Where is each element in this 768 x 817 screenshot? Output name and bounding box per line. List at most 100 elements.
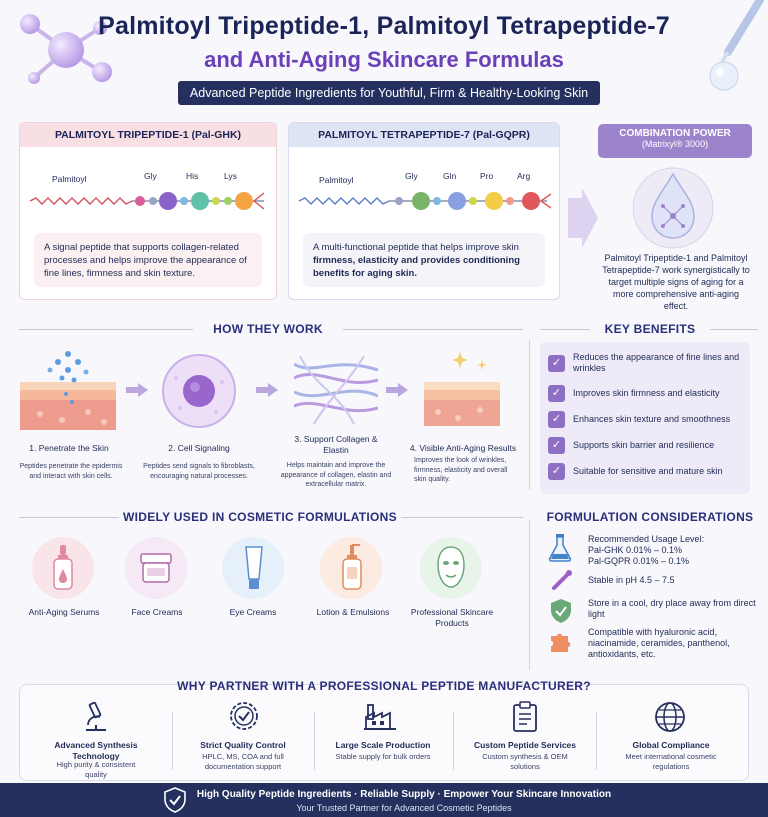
pal-ghk-heading: PALMITOYL TRIPEPTIDE-1 (Pal-GHK) xyxy=(20,123,276,147)
check-icon: ✓ xyxy=(548,437,565,454)
palmitoyl-label: Palmitoyl xyxy=(319,175,354,185)
arrow-right-icon xyxy=(256,383,278,397)
step-1-title: 1. Penetrate the Skin xyxy=(29,443,109,453)
shield-icon xyxy=(551,599,571,623)
partner-4-desc: Custom synthesis & OEM solutions xyxy=(482,752,568,771)
divider xyxy=(19,329,193,330)
amino-label-arg: Arg xyxy=(517,171,531,181)
usage-gqpr: Pal-GQPR 0.01% – 0.1% xyxy=(588,556,690,566)
benefit-text: Supports skin barrier and resilience xyxy=(573,440,715,450)
palmitoyl-label: Palmitoyl xyxy=(52,174,87,184)
peptide-chain-gqpr xyxy=(298,192,552,210)
combination-description: Palmitoyl Tripeptide-1 and Palmitoyl Tet… xyxy=(602,253,750,311)
footer-line-2: Your Trusted Partner for Advanced Cosmet… xyxy=(296,803,512,813)
benefit-text: Suitable for sensitive and mature skin xyxy=(573,466,723,476)
key-benefits-title: KEY BENEFITS xyxy=(604,322,696,336)
globe-icon xyxy=(655,702,685,732)
usage-heading: Recommended Usage Level: xyxy=(588,534,705,544)
divider xyxy=(19,517,119,518)
combination-heading-line2: (Matrixyl® 3000) xyxy=(641,139,709,149)
skin-penetration-illustration xyxy=(20,351,116,430)
pal-ghk-description: A signal peptide that supports collagen-… xyxy=(34,233,262,287)
step-2-desc: Peptides send signals to fibroblasts, en… xyxy=(143,463,255,480)
microscope-icon xyxy=(86,701,106,731)
partner-title: WHY PARTNER WITH A PROFESSIONAL PEPTIDE … xyxy=(177,679,591,693)
step-1-desc: Peptides penetrate the epidermis and int… xyxy=(19,463,123,480)
uses-title: WIDELY USED IN COSMETIC FORMULATIONS xyxy=(123,510,397,524)
arrow-right-icon xyxy=(386,383,408,397)
combination-heading: COMBINATION POWER (Matrixyl® 3000) xyxy=(598,124,752,158)
amino-label-his: His xyxy=(186,171,199,181)
page-title: Palmitoyl Tripeptide-1, Palmitoyl Tetrap… xyxy=(98,12,670,40)
page-subtitle: and Anti-Aging Skincare Formulas xyxy=(204,47,564,72)
partner-1-desc: High purity & consistent quality xyxy=(56,760,136,779)
collagen-fibers-illustration xyxy=(294,356,378,424)
benefit-text: Improves skin firmness and elasticity xyxy=(573,388,720,398)
partner-3-desc: Stable supply for bulk orders xyxy=(335,752,431,761)
check-icon: ✓ xyxy=(548,354,565,372)
storage-info: Store in a cool, dry place away from dir… xyxy=(588,598,756,619)
arrow-right-icon xyxy=(568,188,598,248)
tagline-banner: Advanced Peptide Ingredients for Youthfu… xyxy=(178,81,600,105)
how-they-work-title: HOW THEY WORK xyxy=(213,322,323,336)
dropper-pipette-icon xyxy=(552,570,572,590)
step-2-title: 2. Cell Signaling xyxy=(168,443,230,453)
partner-2-desc: HPLC, MS, COA and full documentation sup… xyxy=(202,752,284,771)
amino-label-pro: Pro xyxy=(480,171,494,181)
pal-gqpr-desc-plain: A multi-functional peptide that helps im… xyxy=(313,242,519,253)
footer-banner xyxy=(0,783,768,817)
pal-gqpr-card: PALMITOYL TETRAPEPTIDE-7 (Pal-GQPR) Palm… xyxy=(288,122,560,300)
use-label-eye-creams: Eye Creams xyxy=(229,607,277,617)
check-icon: ✓ xyxy=(548,411,565,428)
face-mask-icon xyxy=(437,546,465,588)
amino-label-gly: Gly xyxy=(405,171,418,181)
partner-5-desc: Meet international cosmetic regulations xyxy=(625,752,717,771)
cream-jar-icon xyxy=(140,553,172,583)
combination-heading-line1: COMBINATION POWER xyxy=(619,128,731,139)
divider xyxy=(453,712,454,770)
benefit-item: ✓ Improves skin firmness and elasticity xyxy=(548,385,752,402)
divider xyxy=(401,517,523,518)
divider xyxy=(529,340,530,490)
use-label-professional: Professional Skincare Products xyxy=(410,607,494,628)
molecule-icon xyxy=(20,14,112,84)
tube-icon xyxy=(245,546,263,589)
clipboard-icon xyxy=(513,701,537,732)
pal-gqpr-description: A multi-functional peptide that helps im… xyxy=(303,233,545,287)
step-4-title: 4. Visible Anti-Aging Results xyxy=(409,443,517,453)
divider xyxy=(710,329,758,330)
factory-icon xyxy=(364,704,396,730)
step-4-desc: Improves the look of wrinkles, firmness,… xyxy=(414,457,508,483)
droplet-icon xyxy=(632,167,714,249)
benefit-item: ✓ Reduces the appearance of fine lines an… xyxy=(548,352,752,374)
pal-gqpr-desc-bold: firmness, elasticity and provides condit… xyxy=(313,255,520,279)
use-label-lotions: Lotion & Emulsions xyxy=(316,607,390,617)
partner-3-title: Large Scale Production xyxy=(335,740,431,750)
step-3-title: 3. Support Collagen & Elastin xyxy=(294,434,378,455)
check-icon: ✓ xyxy=(548,385,565,402)
quality-badge-icon xyxy=(230,702,258,730)
divider xyxy=(529,520,530,670)
divider xyxy=(540,329,590,330)
ph-stability: Stable in pH 4.5 – 7.5 xyxy=(588,575,675,585)
cell-illustration xyxy=(162,354,236,428)
check-icon: ✓ xyxy=(548,463,565,480)
partner-4-title: Custom Peptide Services xyxy=(473,740,577,750)
benefit-item: ✓ Suitable for sensitive and mature skin xyxy=(548,463,752,480)
partner-5-title: Global Compliance xyxy=(632,740,710,750)
benefit-item: ✓ Enhances skin texture and smoothness xyxy=(548,411,752,428)
dropper-icon xyxy=(709,0,764,91)
benefit-text: Reduces the appearance of fine lines and… xyxy=(573,352,740,373)
arrow-right-icon xyxy=(126,383,148,397)
key-benefits-panel xyxy=(540,342,750,494)
partner-panel xyxy=(19,684,749,781)
use-label-face-creams: Face Creams xyxy=(131,607,183,617)
divider xyxy=(343,329,523,330)
formulation-title: FORMULATION CONSIDERATIONS xyxy=(546,510,754,524)
divider xyxy=(314,712,315,770)
footer-line-1: High Quality Peptide Ingredients · Relia… xyxy=(196,789,612,800)
amino-label-lys: Lys xyxy=(224,171,237,181)
divider xyxy=(172,712,173,770)
amino-label-gln: Gln xyxy=(443,171,457,181)
benefit-text: Enhances skin texture and smoothness xyxy=(573,414,731,424)
